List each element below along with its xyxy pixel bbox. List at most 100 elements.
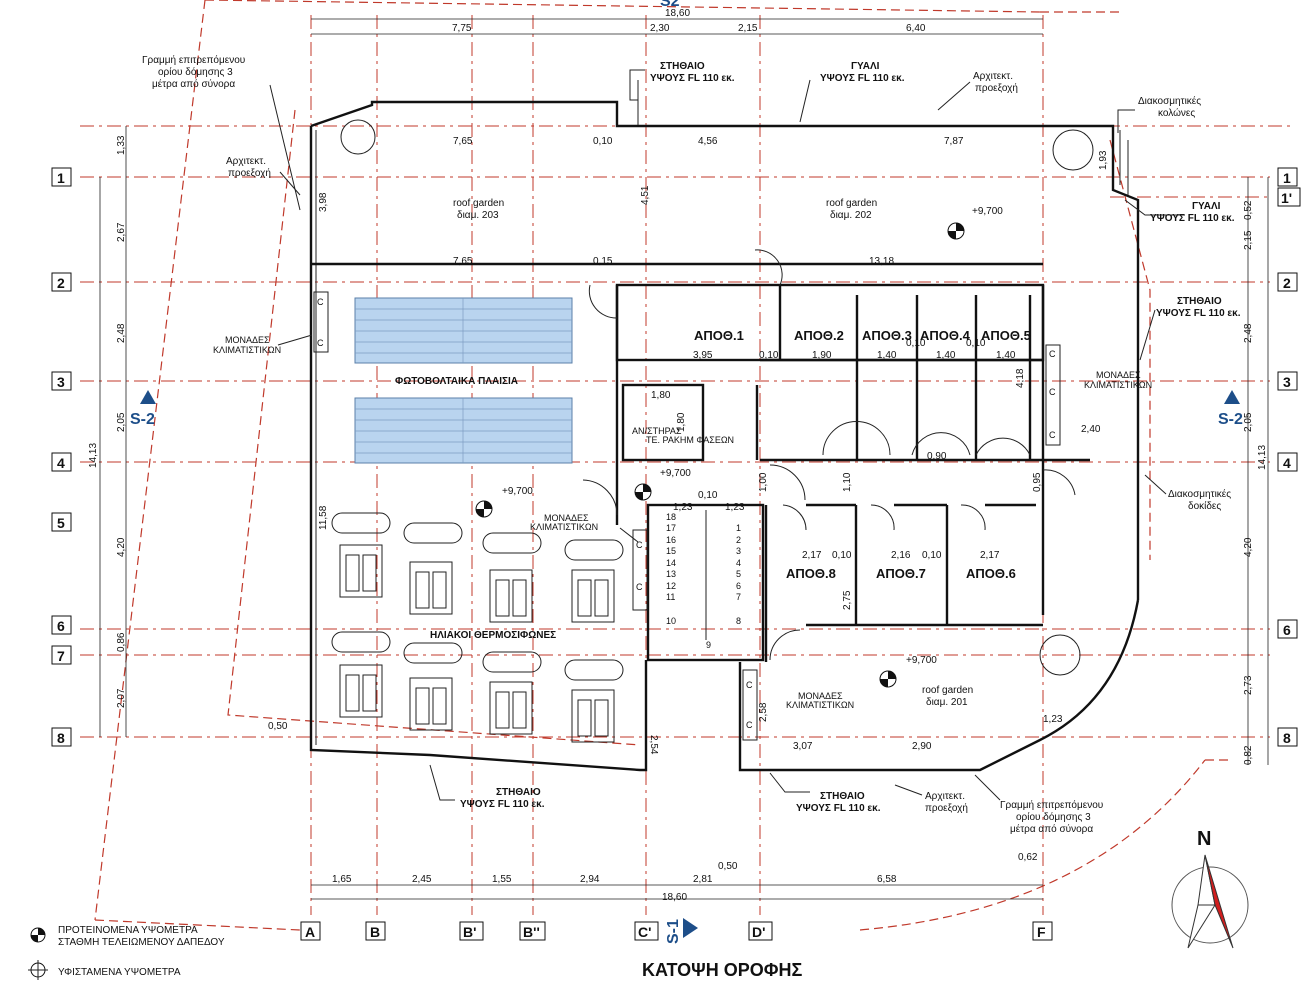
ac-symbol: C [317,338,324,348]
section-label: S-2 [130,411,155,428]
note-line: ΣΤΗΘΑΙΟ [820,791,865,802]
dim-text: 1,23 [725,502,745,513]
solar-heater [403,522,463,615]
garden-label: διαμ. 201 [926,697,968,708]
drawing-title: ΚΑΤΟΨΗ ΟΡΟΦΗΣ [642,960,803,980]
solar-label: ΗΛΙΑΚΟΙ ΘΕΡΜΟΣΙΦΩΝΕΣ [430,630,556,641]
north-label: N [1197,828,1211,850]
solar-heater [482,532,542,623]
stair-number: 13 [666,569,676,579]
grid-row-label: 1 [57,170,65,186]
stair-number: 15 [666,546,676,556]
pv-panels [354,297,573,464]
stair-number: 14 [666,558,676,568]
note-line: ορίου δόμησης 3 [158,66,233,78]
note-line: προεξοχή [925,802,968,814]
dim-text: 1,55 [492,874,512,885]
level-label: +9,700 [906,655,937,666]
stair-number: 17 [666,523,676,533]
grid-row-label: 2 [57,275,65,291]
dim-text: 1,65 [332,874,352,885]
grid-row-label: 6 [57,618,65,634]
note-line: ΣΤΗΘΑΙΟ [1177,296,1222,307]
note-line: ΣΤΗΘΑΙΟ [660,61,705,72]
dim-text: 2,58 [758,702,769,722]
grid-row-label: 8 [57,730,65,746]
room-label: ΑΠΟΘ.1 [694,328,744,343]
stair-number: 9 [706,640,711,650]
dim-text: 18,60 [662,892,687,903]
dim-text: 0,95 [1032,472,1043,492]
dim-text: 2,30 [650,23,670,34]
dim-text: 6,58 [877,874,897,885]
stair-number: 11 [666,592,675,602]
grid-row-label: 6 [1283,622,1291,638]
room-label: ΑΠΟΘ.3 [862,328,912,343]
legend-line: ΥΦΙΣΤΑΜΕΝΑ ΥΨΟΜΕΤΡΑ [58,967,181,978]
note-line: Γραμμή επιτρεπόμενου [1000,799,1103,811]
annotations: Γραμμή επιτρεπόμενου ορίου δόμησης 3 μέτ… [142,54,1241,835]
dim-text: 2,17 [802,550,822,561]
ac-symbol: C [636,540,643,550]
dim-text: 1,40 [996,350,1016,361]
dim-text: 7,75 [452,23,472,34]
ac-symbol: C [1049,349,1056,359]
note-line: Αρχιτεκτ. [925,791,965,802]
dim-text: 0,10 [593,136,613,147]
stair-number: 6 [736,581,741,591]
dim-text: 2,15 [738,23,758,34]
solar-heaters [331,512,624,743]
garden-label: roof garden [826,198,877,209]
dim-text: 11,58 [318,505,329,530]
grid-row-label: 2 [1283,275,1291,291]
ac-symbol: C [746,720,753,730]
stair-number: 2 [736,535,741,545]
note-line: δοκίδες [1188,500,1221,512]
note-line: ΜΟΝΑΔΕΣ [544,513,589,523]
ac-symbol: C [746,680,753,690]
level-markers: +9,700 +9,700 +9,700 +9,700 [475,206,1003,688]
note-line: προεξοχή [228,167,271,179]
dim-text: 3,98 [318,192,329,212]
stair-number: 18 [666,512,676,522]
solar-heater [482,651,542,735]
grid-axes [80,15,1290,915]
dim-text: 1,90 [812,350,832,361]
dim-text: 3,07 [793,741,813,752]
note-line: ΥΨΟΥΣ FL 110 εκ. [1156,308,1241,319]
note-line: Διακοσμητικές [1168,488,1231,500]
dim-text: 0,10 [906,338,926,349]
dim-text: 4,51 [640,185,651,205]
dim-text: 0,86 [116,632,127,652]
dim-text: 2,94 [580,874,600,885]
stair-number: 4 [736,558,741,568]
solar-heater [564,539,624,623]
note-line: Αρχιτεκτ. [226,156,266,167]
solar-heater [403,642,463,731]
dim-text: 2,07 [116,688,127,708]
dim-text: 0,10 [922,550,942,561]
dim-text: 2,90 [912,741,932,752]
ac-units: C C C C C C C C C [313,291,1061,741]
dim-text: 0,50 [718,861,738,872]
grid-row-label: 1' [1281,190,1292,206]
note-line: προεξοχή [975,82,1018,94]
grid-col-label: F [1037,924,1046,940]
note-line: ΓΥΑΛΙ [851,61,880,72]
grid-col-label: B [370,924,380,940]
note-line: ΜΟΝΑΔΕΣ [225,335,270,345]
stair-number: 3 [736,546,741,556]
dim-text: 2,45 [412,874,432,885]
note-line: ΥΨΟΥΣ FL 110 εκ. [820,73,905,84]
grid-row-label: 4 [57,455,65,471]
room-label: ΑΠΟΘ.6 [966,566,1016,581]
note-line: ΜΟΝΑΔΕΣ [798,691,843,701]
ac-symbol: C [1049,430,1056,440]
dim-text: 1,93 [1098,150,1109,170]
note-line: μέτρα από σύνορα [1010,823,1093,835]
dim-text: 14,13 [88,443,99,468]
dimension-lines [99,18,1269,900]
note-line: ΥΨΟΥΣ FL 110 εκ. [796,803,881,814]
dim-text: 0,90 [927,451,947,462]
note-line: κολώνες [1158,107,1195,119]
